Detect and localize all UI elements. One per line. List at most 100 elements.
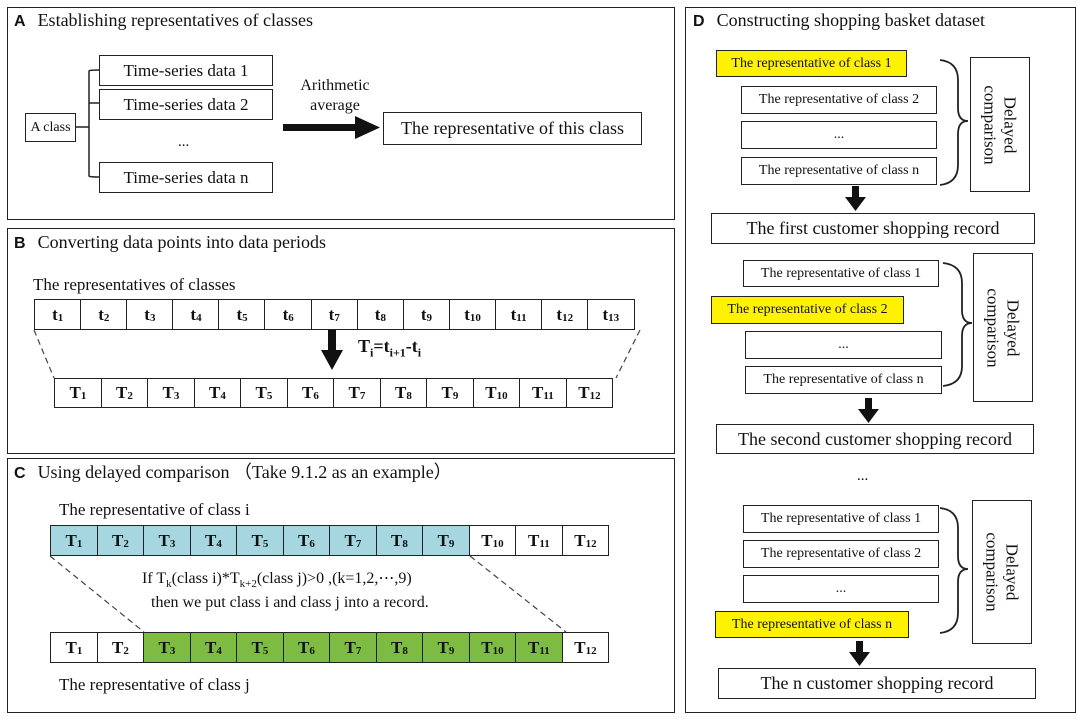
period-cell-sub: 1 [80,390,87,402]
arrow-label-line-1: Arithmetic [300,77,370,94]
class-j-cell-base: T [481,637,493,657]
period-cell-sub: 10 [496,390,508,402]
panel-b-letter: B [14,235,26,252]
period-cell-base: T [69,383,81,402]
point-cell-sub: 4 [196,311,202,324]
class-box: A class [25,113,76,142]
class-j-label: The representative of class j [59,675,250,694]
period-cell-sub: 3 [173,390,180,402]
class-i-cell-sub: 1 [76,537,83,550]
d2-delayed-line1: Delayed [1004,299,1024,356]
formula-lhs: T [358,336,371,356]
class-i-cell-sub: 11 [539,537,550,550]
point-cell-sub: 12 [562,311,574,324]
panel-b-subtitle: The representatives of classes [33,275,236,294]
period-cell-base: T [485,383,497,402]
d2-delayed-line2: comparison [984,287,1004,368]
d3-delayed-text: Delayed comparison [982,532,1022,611]
panel-d-brace-2 [942,262,973,387]
panel-d-brace-3 [939,507,969,634]
point-cell-base: t [464,304,470,324]
panel-d-letter: D [693,13,705,30]
point-cell-base: t [236,304,243,324]
panel-c-letter: C [14,465,26,482]
point-cell-sub: 10 [469,311,481,324]
class-j-cell-base: T [65,637,77,657]
point-cell-sub: 11 [516,311,527,324]
class-i-cell-base: T [111,530,124,550]
period-cell-base: T [115,383,128,402]
d3-delayed-box: Delayed comparison [972,500,1032,644]
class-i-cell-base: T [481,530,493,550]
point-cell-base: t [328,304,335,324]
d1-item-4: The representative of class n [741,157,937,185]
class-i-label: The representative of class i [59,500,250,519]
class-i-cell-base: T [528,530,540,550]
class-i-cell-base: T [574,530,586,550]
period-cell-sub: 9 [452,390,459,402]
d3-item-4: The representative of class n [715,611,909,638]
d2-item-2: The representative of class 2 [711,296,904,324]
d2-item-1: The representative of class 1 [743,260,939,287]
panel-d [685,7,1076,713]
point-cell-sub: 2 [103,311,110,324]
period-cell-base: T [394,383,407,402]
formula-mid: -t [405,336,418,356]
point-cell-base: t [420,304,427,324]
panel-d-arrows [845,186,879,666]
panel-a-title: Establishing representatives of classes [37,10,313,30]
condition-rest: (class j)>0 ,(k=1,2,⋯,9) [256,570,412,587]
d3-record: The n customer shopping record [718,668,1036,699]
class-j-cell-sub: 4 [216,644,222,657]
period-cell-sub: 12 [589,390,601,402]
panel-c [7,458,675,713]
class-j-cell-sub: 12 [585,644,597,657]
d1-delayed-box: Delayed comparison [970,57,1030,192]
d2-record: The second customer shopping record [716,424,1034,454]
d3-delayed-line1: Delayed [1003,543,1023,601]
panel-b-arrow [321,330,343,370]
condition-line-1: If Tk(class i)*Tk+2(class j)>0 ,(k=1,2,⋯… [142,568,412,590]
period-cell-sub: 2 [127,390,133,402]
class-j-cell-base: T [390,637,403,657]
panel-d-title: Constructing shopping basket dataset [716,10,986,30]
class-i-cell-sub: 12 [585,537,597,550]
class-i-cell-sub: 3 [169,537,176,550]
d2-item-4: The representative of class n [745,366,942,394]
period-cell-base: T [532,383,544,402]
d1-delayed-line1: Delayed [1001,96,1021,153]
period-cell-sub: 7 [359,390,366,402]
panel-b [7,228,675,454]
condition-mid: (class i)*T [171,570,240,587]
series-box-n: Time-series data n [99,162,273,193]
series-ellipsis: ... [178,134,190,150]
arrow-label: Arithmetic average [285,76,385,116]
d3-delayed-line2: comparison [983,532,1003,612]
class-i-cell-base: T [344,530,356,550]
condition-k2: k+2 [239,578,257,591]
point-cell-base: t [282,304,289,324]
